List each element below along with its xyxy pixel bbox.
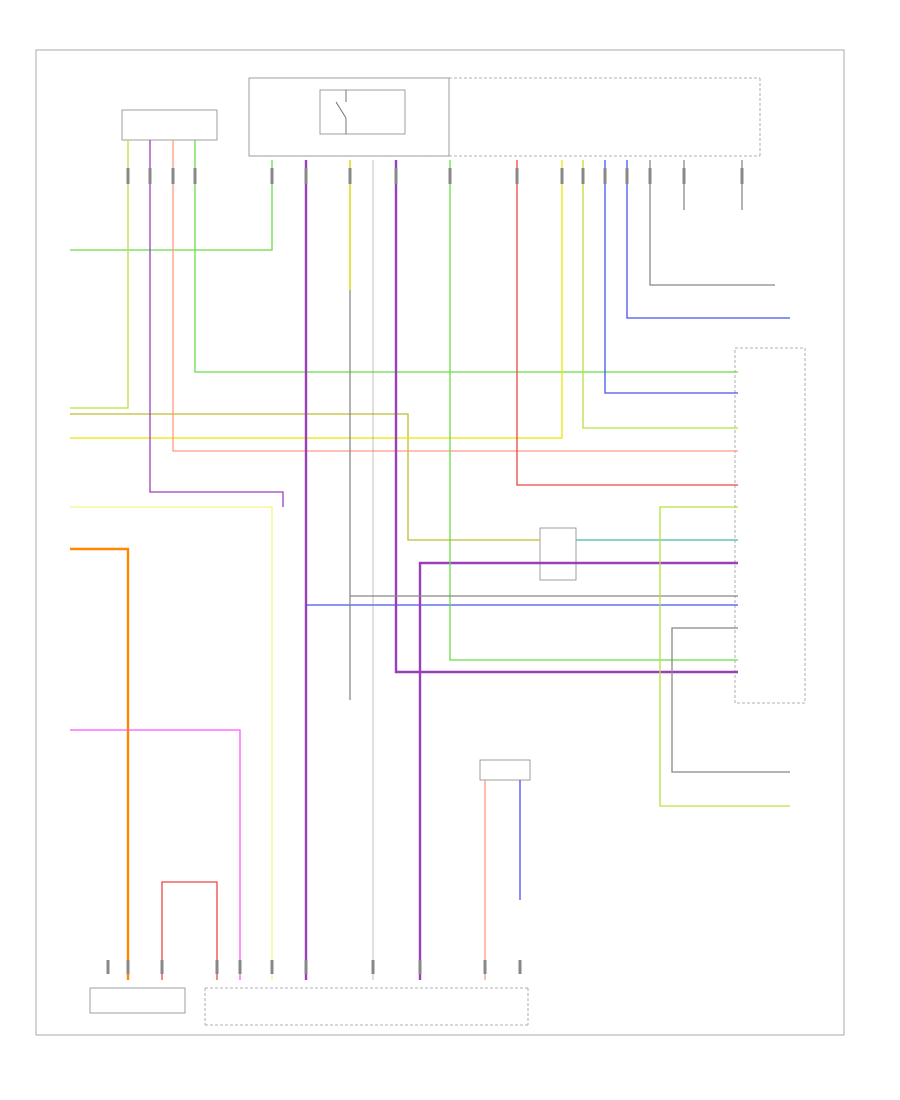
wire-magenta	[70, 729, 241, 980]
wire-red-right	[516, 160, 738, 486]
connector-pin	[515, 168, 519, 184]
wire-group	[70, 140, 790, 980]
connector-pin	[160, 960, 164, 974]
connector-pin	[682, 168, 686, 184]
wire-violet-thick-2	[394, 160, 738, 674]
connector-pin	[603, 168, 607, 184]
wire-violet-thick-3	[418, 561, 576, 980]
wire-orange	[70, 547, 130, 980]
connector-pin	[348, 168, 352, 184]
relay-contact	[335, 90, 347, 134]
wire-lime-loop	[659, 506, 790, 807]
connector-pin	[148, 168, 152, 184]
connector-pin	[581, 168, 585, 184]
wire-lime-1	[70, 140, 129, 409]
connector-pin	[518, 960, 522, 974]
connector-pin	[193, 168, 197, 184]
connector-pin	[625, 168, 629, 184]
connector-pin	[215, 960, 219, 974]
wire-green-lower	[449, 160, 738, 661]
connector-pin	[740, 168, 744, 184]
center-splice	[539, 527, 577, 581]
wire-yellow-long	[70, 160, 563, 439]
connector-pin	[371, 960, 375, 974]
wire-gray-loop	[671, 627, 790, 773]
wire-pale-yellow	[70, 506, 273, 980]
diagram-frame	[35, 49, 845, 1036]
connector-pin-group	[106, 168, 744, 974]
left-connector	[121, 109, 218, 141]
right-switch-block	[734, 347, 806, 704]
wire-lime-right	[582, 160, 738, 429]
connector-pin	[304, 960, 308, 974]
connector-pin	[648, 168, 652, 184]
connector-pin	[418, 960, 422, 974]
relay-box	[319, 89, 406, 135]
connector-pin	[126, 168, 130, 184]
lower-left-box	[89, 987, 186, 1014]
wire-green-top	[70, 160, 273, 251]
connector-pin	[304, 168, 308, 184]
connector-pin	[238, 960, 242, 974]
connector-pin	[483, 960, 487, 974]
wire-blue-right	[604, 160, 738, 394]
connector-pin	[394, 168, 398, 184]
connector-pin	[270, 168, 274, 184]
wire-blue-top-right	[626, 160, 790, 319]
lower-center-sensor	[479, 759, 531, 781]
wire-red-loop	[161, 881, 218, 980]
connector-pin	[270, 960, 274, 974]
wire-violet-left	[149, 140, 284, 507]
connector-pin	[106, 960, 110, 974]
wire-olive-splice	[70, 413, 540, 541]
connector-pin	[560, 168, 564, 184]
connector-pin	[126, 960, 130, 974]
wire-gray-right	[649, 160, 775, 286]
connector-pin	[171, 168, 175, 184]
wire-green-long	[194, 140, 738, 373]
wire-salmon	[172, 140, 738, 452]
connector-pin	[448, 168, 452, 184]
